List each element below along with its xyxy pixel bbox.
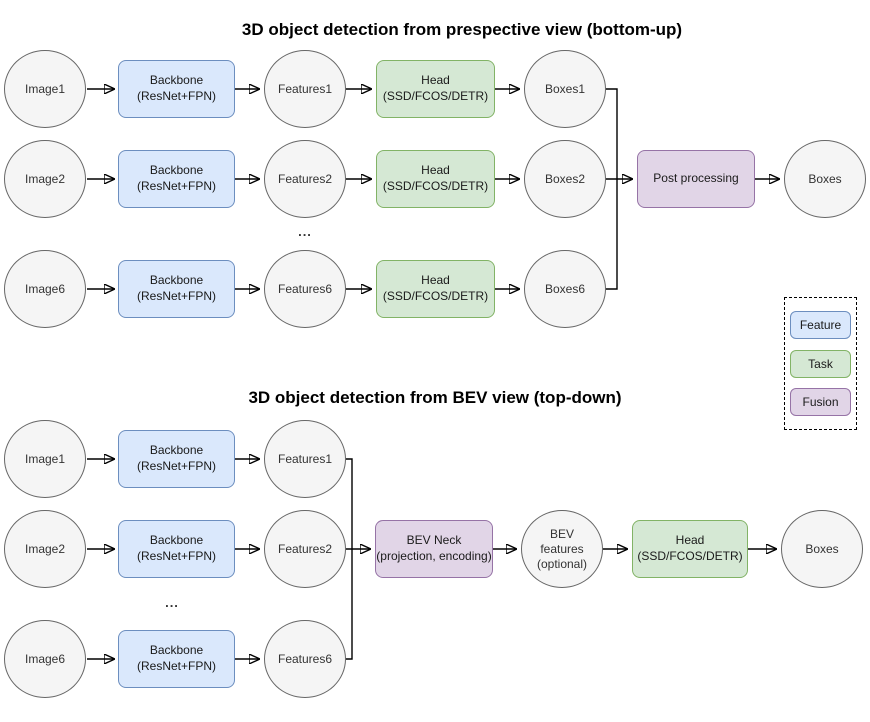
bottom-backbone1-node: Backbone(ResNet+FPN) xyxy=(118,430,235,488)
node-label: Image6 xyxy=(24,281,66,296)
top-head2-node: Head(SSD/FCOS/DETR) xyxy=(376,150,495,208)
node-label: Backbone xyxy=(149,273,204,288)
node-sublabel: (ResNet+FPN) xyxy=(136,459,216,473)
top-image2-node: Image2 xyxy=(4,140,86,218)
edge-bot3-features-collector xyxy=(346,549,353,660)
node-label: Features6 xyxy=(277,281,333,296)
top-ellipsis: ... xyxy=(298,224,312,239)
top-features2-node: Features2 xyxy=(264,140,346,218)
node-label: Post processing xyxy=(653,171,739,186)
top-features1-node: Features1 xyxy=(264,50,346,128)
bottom-image6-node: Image6 xyxy=(4,620,86,698)
legend-item-feature: Feature xyxy=(790,311,851,339)
bottom-ellipsis: ... xyxy=(165,595,179,610)
node-label: Image2 xyxy=(24,541,66,556)
node-label: Boxes1 xyxy=(544,81,586,96)
legend: Feature Task Fusion xyxy=(784,297,857,430)
top-head6-node: Head(SSD/FCOS/DETR) xyxy=(376,260,495,318)
node-sublabel: (SSD/FCOS/DETR) xyxy=(382,289,489,303)
node-label: Backbone xyxy=(149,533,204,548)
node-sublabel: (ResNet+FPN) xyxy=(136,659,216,673)
node-sublabel: (ResNet+FPN) xyxy=(136,289,216,303)
node-sublabel: (ResNet+FPN) xyxy=(136,89,216,103)
node-label: features xyxy=(540,541,584,556)
top-backbone1-node: Backbone(ResNet+FPN) xyxy=(118,60,235,118)
node-label: Boxes2 xyxy=(544,171,586,186)
node-label: Features2 xyxy=(277,171,333,186)
top-backbone2-node: Backbone(ResNet+FPN) xyxy=(118,150,235,208)
bottom-bevfeatures-node: BEV features (optional) xyxy=(521,510,603,588)
node-sublabel: (ResNet+FPN) xyxy=(136,179,216,193)
node-label: Image1 xyxy=(24,451,66,466)
node-label: Head xyxy=(675,533,705,548)
top-postprocessing-node: Post processing xyxy=(637,150,755,208)
node-label: Backbone xyxy=(149,443,204,458)
bottom-features1-node: Features1 xyxy=(264,420,346,498)
bottom-output-boxes-node: Boxes xyxy=(781,510,863,588)
node-label: Boxes xyxy=(808,171,842,186)
bottom-head-node: Head(SSD/FCOS/DETR) xyxy=(632,520,748,578)
edge-bot1-features-collector xyxy=(346,458,353,549)
top-head1-node: Head(SSD/FCOS/DETR) xyxy=(376,60,495,118)
node-sublabel: (optional) xyxy=(536,556,588,571)
bottom-backbone6-node: Backbone(ResNet+FPN) xyxy=(118,630,235,688)
top-section-title: 3D object detection from prespective vie… xyxy=(241,20,683,39)
top-image1-node: Image1 xyxy=(4,50,86,128)
bottom-bevneck-node: BEV Neck(projection, encoding) xyxy=(375,520,493,578)
node-sublabel: (SSD/FCOS/DETR) xyxy=(382,179,489,193)
node-label: Features1 xyxy=(277,451,333,466)
bottom-features6-node: Features6 xyxy=(264,620,346,698)
node-label: Backbone xyxy=(149,73,204,88)
top-image6-node: Image6 xyxy=(4,250,86,328)
top-features6-node: Features6 xyxy=(264,250,346,328)
node-label: BEV xyxy=(549,526,574,541)
node-sublabel: (ResNet+FPN) xyxy=(136,549,216,563)
top-boxes6-node: Boxes6 xyxy=(524,250,606,328)
node-sublabel: (SSD/FCOS/DETR) xyxy=(382,89,489,103)
node-label: BEV Neck xyxy=(406,533,462,548)
bottom-image2-node: Image2 xyxy=(4,510,86,588)
node-label: Backbone xyxy=(149,643,204,658)
node-sublabel: (SSD/FCOS/DETR) xyxy=(637,549,743,563)
node-label: Boxes6 xyxy=(544,281,586,296)
bottom-backbone2-node: Backbone(ResNet+FPN) xyxy=(118,520,235,578)
edge-top3-boxes-collector xyxy=(606,179,618,290)
bottom-section-title: 3D object detection from BEV view (top-d… xyxy=(248,388,622,407)
node-sublabel: (projection, encoding) xyxy=(376,549,492,563)
node-label: Head xyxy=(421,73,450,88)
node-label: Image1 xyxy=(24,81,66,96)
bottom-image1-node: Image1 xyxy=(4,420,86,498)
top-output-boxes-node: Boxes xyxy=(784,140,866,218)
node-label: Features2 xyxy=(277,541,333,556)
top-boxes2-node: Boxes2 xyxy=(524,140,606,218)
node-label: Features1 xyxy=(277,81,333,96)
node-label: Features6 xyxy=(277,651,333,666)
top-boxes1-node: Boxes1 xyxy=(524,50,606,128)
bottom-features2-node: Features2 xyxy=(264,510,346,588)
edge-top1-boxes-collector xyxy=(606,88,618,179)
node-label: Image6 xyxy=(24,651,66,666)
node-label: Head xyxy=(421,163,450,178)
legend-item-task: Task xyxy=(790,350,851,378)
node-label: Boxes xyxy=(805,541,839,556)
node-label: Image2 xyxy=(24,171,66,186)
legend-item-fusion: Fusion xyxy=(790,388,851,416)
top-backbone6-node: Backbone(ResNet+FPN) xyxy=(118,260,235,318)
node-label: Backbone xyxy=(149,163,204,178)
node-label: Head xyxy=(421,273,450,288)
